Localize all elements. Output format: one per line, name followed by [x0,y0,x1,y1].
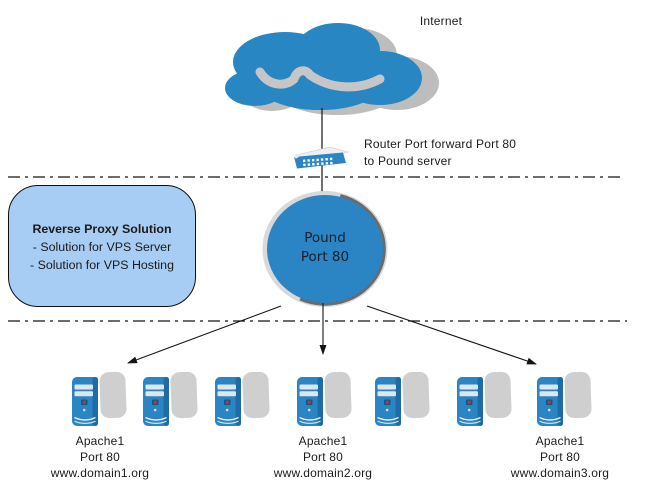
apache-label: Apache1 [298,434,348,448]
server-group-label-2: Apache1 Port 80 www.domain2.org [248,434,398,481]
port-label: Port 80 [539,449,581,464]
pound-label-line1: Pound [304,230,346,246]
server-icon [296,370,353,427]
server-icon [71,370,128,427]
callout-item: - Solution for VPS Hosting [30,258,174,272]
callout-box: Reverse Proxy Solution - Solution for VP… [8,185,196,307]
port-label: Port 80 [302,449,344,464]
server-icon [456,370,513,427]
port-label: Port 80 [79,449,121,464]
server-group-label-1: Apache1 Port 80 www.domain1.org [25,434,175,481]
router-icon [294,146,350,169]
domain-label: www.domain1.org [50,465,150,480]
server-icon [536,370,593,427]
router-note: Router Port forward Port 80 to Pound ser… [364,136,534,170]
pound-node [262,191,388,307]
cloud-swirl [255,66,385,92]
pound-label: Pound Port 80 [263,229,387,267]
router-note-line1: Router Port forward Port 80 [364,137,517,151]
arrow-right [366,305,537,365]
cloud-icon [225,23,422,110]
server-icon [374,370,431,427]
pound-label-line2: Port 80 [300,249,350,265]
internet-label: Internet [419,14,463,28]
domain-label: www.domain3.org [510,465,610,480]
server-group-label-3: Apache1 Port 80 www.domain3.org [485,434,635,481]
server-icon [142,370,199,427]
server-icon [214,370,271,427]
callout-item: - Solution for VPS Server [32,240,172,254]
server-farm [71,370,593,427]
domain-label: www.domain2.org [273,465,373,480]
router-note-line2: to Pound server [364,154,452,168]
apache-label: Apache1 [75,434,125,448]
apache-label: Apache1 [535,434,585,448]
arrow-left [127,305,282,364]
callout-title: Reverse Proxy Solution [32,222,172,236]
